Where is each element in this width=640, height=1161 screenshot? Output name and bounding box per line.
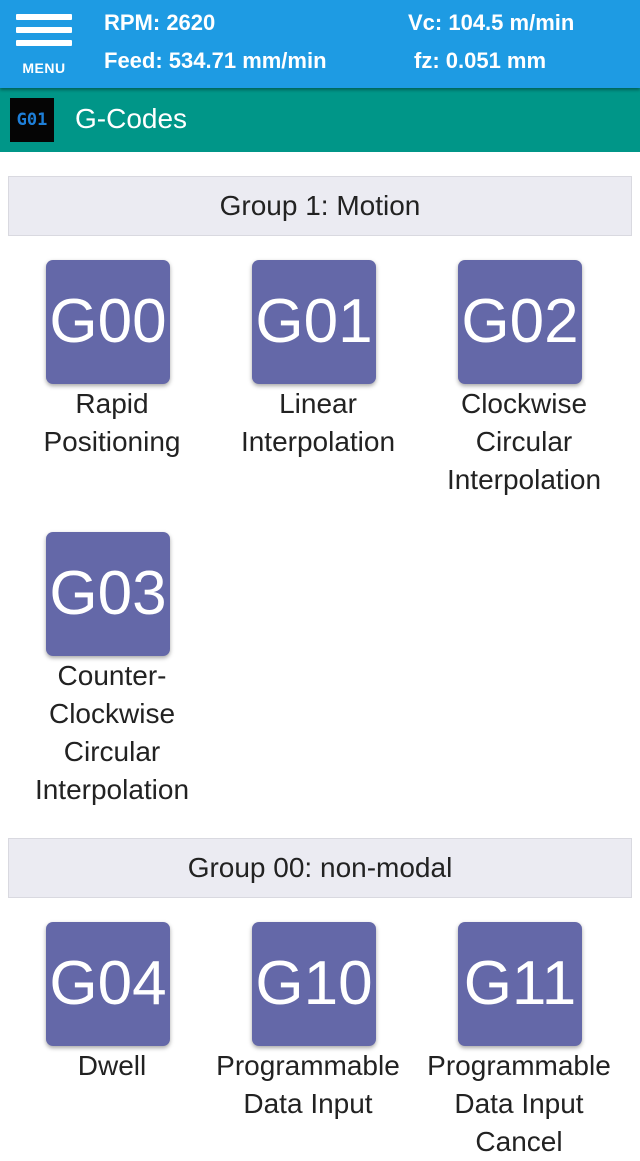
feed-per-tooth-readout: fz: 0.051 mm — [414, 48, 547, 73]
description-line: Circular — [475, 426, 573, 457]
group-header-non-modal: Group 00: non-modal — [8, 838, 632, 898]
feed-readout: Feed: 534.71 mm/min — [104, 48, 327, 73]
menu-button[interactable]: MENU — [12, 14, 76, 76]
hamburger-icon-bar — [16, 40, 72, 46]
hamburger-icon-bar — [16, 27, 72, 33]
description-line: Counter- — [57, 660, 167, 691]
hamburger-icon — [16, 14, 72, 20]
gcode-description: Clockwise Circular Interpolation — [409, 385, 639, 499]
description-line: Data Input — [243, 1088, 373, 1119]
description-line: Clockwise — [48, 698, 176, 729]
gcode-description: Dwell — [0, 1047, 227, 1085]
gcode-button[interactable]: G04 — [46, 922, 170, 1046]
description-line: Interpolation — [446, 464, 602, 495]
description-line: Rapid — [75, 388, 149, 419]
gcode-button[interactable]: G00 — [46, 260, 170, 384]
description-line: Programmable — [216, 1050, 400, 1081]
description-line: Cancel — [475, 1126, 563, 1157]
cutting-speed-readout: Vc: 104.5 m/min — [408, 10, 575, 35]
gcode-logo-icon: G01 — [10, 98, 54, 142]
gcode-description: Rapid Positioning — [0, 385, 227, 461]
page-title: G-Codes — [75, 103, 188, 134]
gcode-button[interactable]: G01 — [252, 260, 376, 384]
description-line: Clockwise — [460, 388, 588, 419]
description-line: Circular — [63, 736, 161, 767]
gcode-description: Programmable Data Input Cancel — [419, 1047, 619, 1161]
gcode-button[interactable]: G10 — [252, 922, 376, 1046]
gcode-description: Linear Interpolation — [203, 385, 433, 461]
gcode-description: Programmable Data Input — [205, 1047, 411, 1123]
description-line: Positioning — [43, 426, 181, 457]
description-line: Linear — [279, 388, 357, 419]
gcode-button[interactable]: G03 — [46, 532, 170, 656]
page-titlebar: G01 G-Codes — [0, 88, 640, 152]
status-header: MENU RPM: 2620 Vc: 104.5 m/min Feed: 534… — [0, 0, 640, 88]
menu-label: MENU — [22, 60, 66, 76]
group-header-motion: Group 1: Motion — [8, 176, 632, 236]
description-line: Interpolation — [240, 426, 396, 457]
description-line: Programmable — [427, 1050, 611, 1081]
gcode-button[interactable]: G02 — [458, 260, 582, 384]
gcode-button[interactable]: G11 — [458, 922, 582, 1046]
description-line: Interpolation — [34, 774, 190, 805]
gcode-description: Counter- Clockwise Circular Interpolatio… — [0, 657, 227, 809]
description-line: Dwell — [77, 1050, 147, 1081]
description-line: Data Input — [454, 1088, 584, 1119]
rpm-readout: RPM: 2620 — [104, 10, 216, 35]
